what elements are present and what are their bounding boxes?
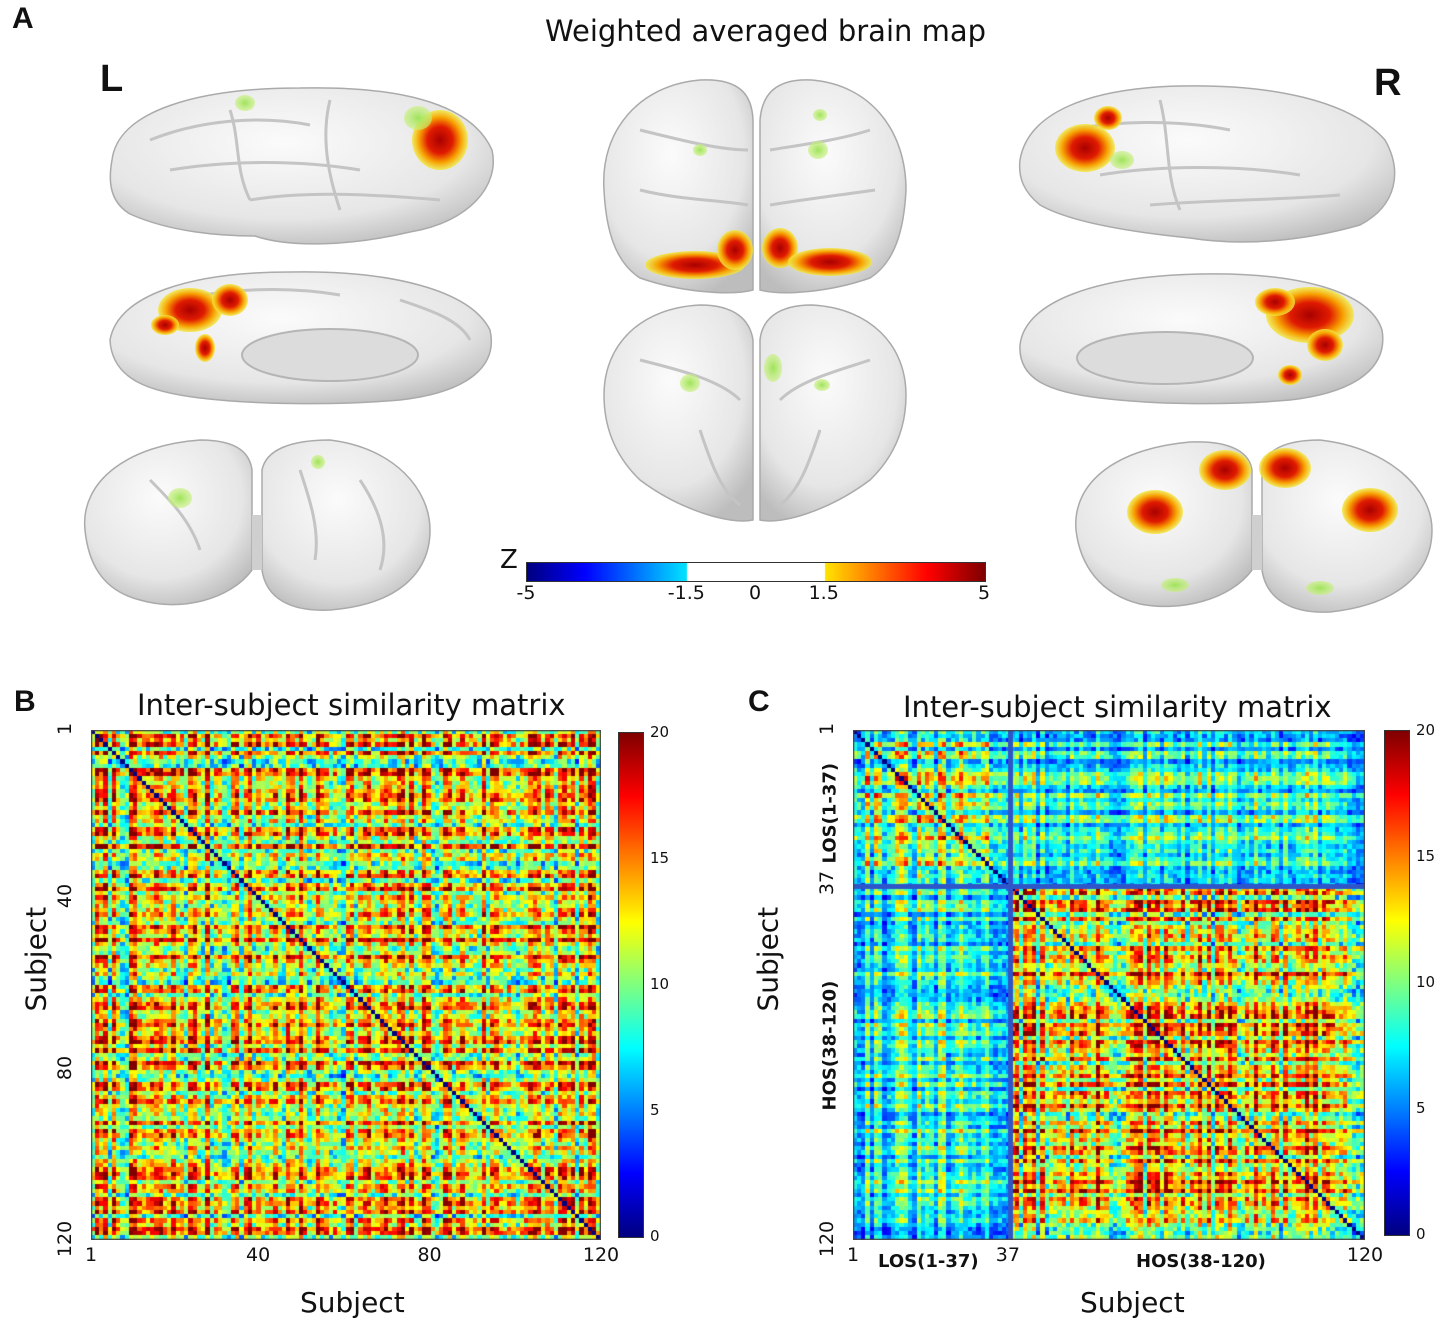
- y-tick: 37: [816, 871, 838, 896]
- x-tick: 120: [582, 1244, 620, 1266]
- colorbar-tick: 0: [650, 1227, 660, 1245]
- x-tick: 80: [417, 1244, 442, 1266]
- z-tick: 0: [748, 582, 762, 604]
- left-posterior-brain: [84, 439, 431, 611]
- panel-c-xlabel: Subject: [1080, 1286, 1185, 1319]
- right-lateral-brain: [1018, 85, 1396, 243]
- right-medial-brain: [1019, 273, 1384, 405]
- panel-b-ylabel: Subject: [19, 906, 53, 1012]
- z-colorbar-label: Z: [500, 545, 518, 575]
- y-tick: 1: [54, 722, 76, 736]
- panel-b-title: Inter-subject similarity matrix: [137, 688, 566, 722]
- z-tick: 5: [977, 582, 991, 604]
- colorbar-tick: 5: [1416, 1099, 1426, 1117]
- colorbar-b: [618, 732, 644, 1238]
- z-colorbar: [526, 562, 986, 582]
- right-hemisphere-label: R: [1374, 62, 1402, 104]
- panel-c-ygroup-hos: HOS(38-120): [819, 980, 841, 1111]
- colorbar-tick: 10: [1416, 973, 1436, 991]
- x-tick: 37: [995, 1244, 1020, 1266]
- z-tick: -1.5: [667, 582, 705, 604]
- panel-c-xgroup-hos: HOS(38-120): [1136, 1251, 1266, 1272]
- dorsal-brain: [603, 79, 907, 294]
- left-lateral-brain: [109, 87, 494, 245]
- panel-c-title: Inter-subject similarity matrix: [903, 690, 1332, 724]
- x-tick: 40: [246, 1244, 271, 1266]
- similarity-matrix-b: [91, 730, 601, 1240]
- panel-a-letter: A: [12, 2, 34, 35]
- panel-b-xlabel: Subject: [300, 1286, 405, 1319]
- right-posterior-brain: [1075, 439, 1433, 613]
- y-tick: 120: [816, 1220, 838, 1258]
- panel-c-ylabel: Subject: [751, 906, 785, 1012]
- x-tick: 1: [846, 1244, 860, 1266]
- y-tick: 1: [816, 722, 838, 736]
- brain-renderings: [84, 79, 1433, 613]
- left-medial-brain: [109, 271, 492, 405]
- panel-b-letter: B: [14, 685, 36, 718]
- z-tick: -5: [516, 582, 536, 604]
- x-tick: 120: [1346, 1244, 1384, 1266]
- colorbar-tick: 15: [650, 849, 670, 867]
- panel-c-letter: C: [748, 685, 770, 718]
- colorbar-tick: 10: [650, 975, 670, 993]
- colorbar-tick: 5: [650, 1101, 660, 1119]
- panel-a-title: Weighted averaged brain map: [545, 14, 987, 48]
- colorbar-tick: 0: [1416, 1225, 1426, 1243]
- z-tick: 1.5: [808, 582, 839, 604]
- panel-c-ygroup-los: LOS(1-37): [819, 762, 841, 864]
- colorbar-tick: 20: [650, 723, 670, 741]
- left-hemisphere-label: L: [100, 58, 124, 100]
- colorbar-tick: 15: [1416, 847, 1436, 865]
- y-tick: 40: [54, 884, 76, 909]
- ventral-brain: [603, 304, 907, 522]
- y-tick: 80: [54, 1055, 76, 1080]
- similarity-matrix-c: [853, 730, 1365, 1240]
- colorbar-tick: 20: [1416, 721, 1436, 739]
- panel-c-xgroup-los: LOS(1-37): [878, 1251, 979, 1272]
- colorbar-c: [1384, 730, 1410, 1236]
- x-tick: 1: [84, 1244, 98, 1266]
- y-tick: 120: [54, 1220, 76, 1258]
